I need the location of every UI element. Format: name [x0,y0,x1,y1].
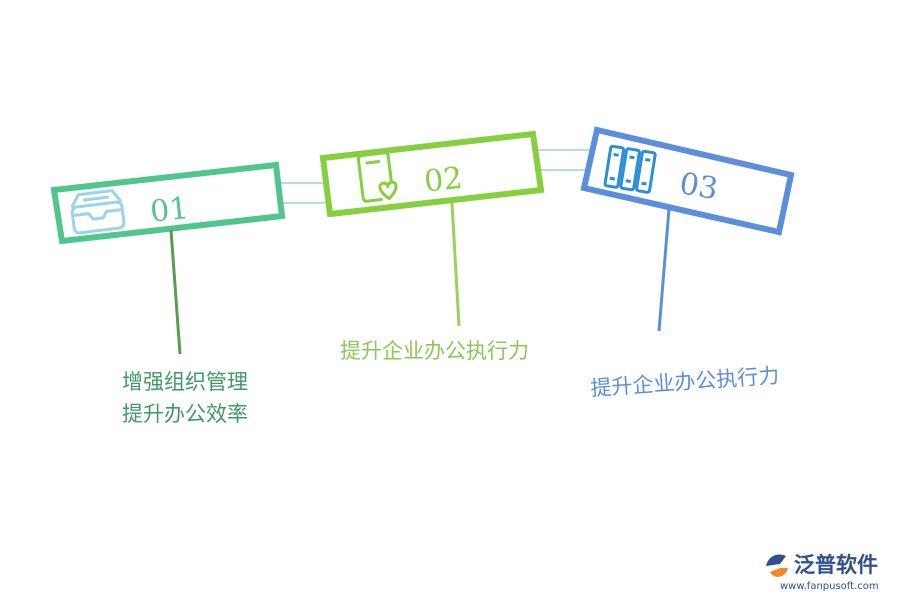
logo-name: 泛普软件 [794,553,878,577]
step-3-frame [580,126,795,236]
logo-url: www.fanpusoft.com [780,581,879,592]
binder-folders-icon [603,144,657,194]
step-3-stem [657,208,671,332]
step-1-stem [169,229,182,355]
inbox-tray-icon [70,189,126,235]
fanpu-logo-mark [766,554,788,577]
step-1-frame [50,161,286,245]
step-3-caption-line-1: 提升企业办公执行力 [590,364,780,401]
step-1-caption-line-2: 提升办公效率 [122,402,248,426]
fanpu-logo: 泛普软件 www.fanpusoft.com [766,553,879,592]
step-2-card: 02 提升企业办公执行力 [319,130,545,363]
step-1-number: 01 [149,191,191,230]
heart-document-icon [356,151,398,203]
step-3-card: 03 提升企业办公执行力 [580,126,795,401]
step-2-stem [450,202,461,327]
step-1-caption-line-1: 增强组织管理 [122,370,248,394]
step-3-number: 03 [677,166,721,207]
step-1-card: 01 增强组织管理 提升办公效率 [50,161,286,426]
step-2-caption-line-1: 提升企业办公执行力 [340,339,529,363]
step-2-number: 02 [423,161,465,200]
